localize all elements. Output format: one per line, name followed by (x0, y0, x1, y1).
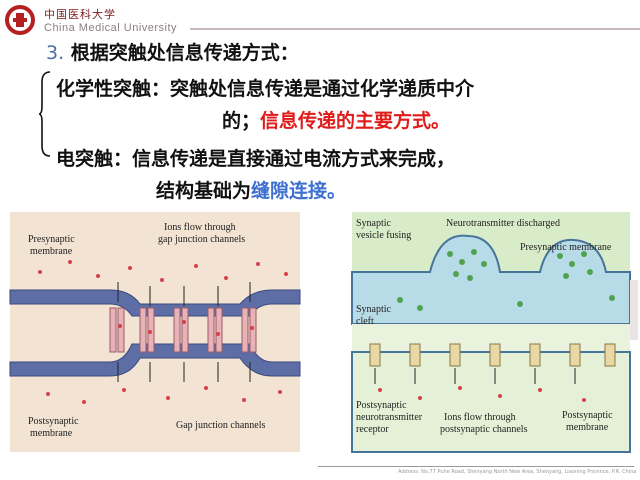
label-presynaptic-1: Presynaptic (28, 234, 75, 245)
university-logo: 中国医科大学 China Medical University (4, 4, 194, 38)
logo-english-name: China Medical University (44, 22, 178, 34)
side-decoration (630, 280, 638, 340)
footer-address: Address: No.77 Puhe Road, Shenyang North… (398, 469, 637, 475)
label-vesicle-2: vesicle fusing (356, 230, 411, 241)
postsynaptic-receptors (369, 343, 616, 367)
label-postsynaptic-membrane-2: membrane (566, 422, 609, 433)
label-discharged: Neurotransmitter discharged (446, 218, 560, 229)
label-vesicle-1: Synaptic (356, 218, 392, 229)
electrical-synapse-emphasis: 缝隙连接。 (251, 180, 347, 202)
electrical-synapse-line-2: 结构基础为缝隙连接。 (156, 176, 346, 203)
chemical-synapse-desc-1: 突触处信息传递是通过化学递质中介 (170, 78, 475, 100)
footer-divider (318, 466, 634, 467)
ion-flow-arrows (117, 282, 251, 382)
electrical-synapse-term: 电突触： (56, 148, 133, 170)
postsynaptic-ion-dots (378, 386, 586, 402)
ion-dots (38, 260, 288, 404)
label-postsynaptic-2: membrane (30, 428, 73, 439)
heading-number: 3. (46, 42, 65, 64)
gap-junction-channels (109, 307, 257, 353)
electrical-synapse-figure: Presynaptic membrane Ions flow through g… (9, 212, 301, 452)
chemical-synapse-emphasis: 信息传递的主要方式。 (260, 110, 451, 132)
label-gap-channels: Gap junction channels (176, 420, 266, 431)
electrical-synapse-line-1: 电突触：信息传递是直接通过电流方式来完成， (56, 144, 455, 171)
label-presynaptic-2: membrane (30, 246, 73, 257)
label-postsynaptic-1: Postsynaptic (28, 416, 79, 427)
label-cleft-1: Synaptic (356, 304, 392, 315)
electrical-synapse-desc-1: 信息传递是直接通过电流方式来完成， (132, 148, 456, 170)
label-ions-1: Ions flow through (164, 222, 236, 233)
section-heading: 3. 根据突触处信息传递方式： (46, 38, 299, 65)
label-presynaptic-membrane: Presynaptic membrane (520, 242, 612, 253)
label-postsyn-ions-1: Ions flow through (444, 412, 516, 423)
receptor-arrows (374, 368, 576, 384)
label-receptor-2: neurotransmitter (356, 412, 423, 423)
heading-text: 根据突触处信息传递方式： (70, 42, 299, 64)
chemical-synapse-term: 化学性突触： (56, 78, 171, 100)
label-postsyn-ions-2: postsynaptic channels (440, 424, 528, 435)
header-decoration (190, 28, 640, 30)
curly-brace-icon (38, 71, 51, 157)
label-cleft-2: cleft (356, 316, 374, 327)
electrical-synapse-desc-2: 结构基础为 (156, 180, 252, 202)
university-seal-icon (5, 5, 35, 35)
chemical-synapse-figure: Synaptic vesicle fusing Neurotransmitter… (351, 212, 631, 453)
postsynaptic-membrane-band (9, 343, 301, 377)
chemical-synapse-desc-2: 的； (222, 110, 261, 132)
label-receptor-1: Postsynaptic (356, 400, 407, 411)
synapse-illustrations: Presynaptic membrane Ions flow through g… (9, 212, 631, 453)
label-ions-2: gap junction channels (158, 234, 245, 245)
presynaptic-membrane-band (9, 289, 301, 317)
logo-chinese-name: 中国医科大学 (44, 8, 116, 21)
label-receptor-3: receptor (356, 424, 389, 435)
chemical-synapse-line-1: 化学性突触：突触处信息传递是通过化学递质中介 (56, 74, 474, 101)
chemical-synapse-line-2: 的；信息传递的主要方式。 (222, 106, 450, 133)
synaptic-vesicles (397, 249, 615, 311)
label-postsynaptic-membrane-1: Postsynaptic (562, 410, 613, 421)
